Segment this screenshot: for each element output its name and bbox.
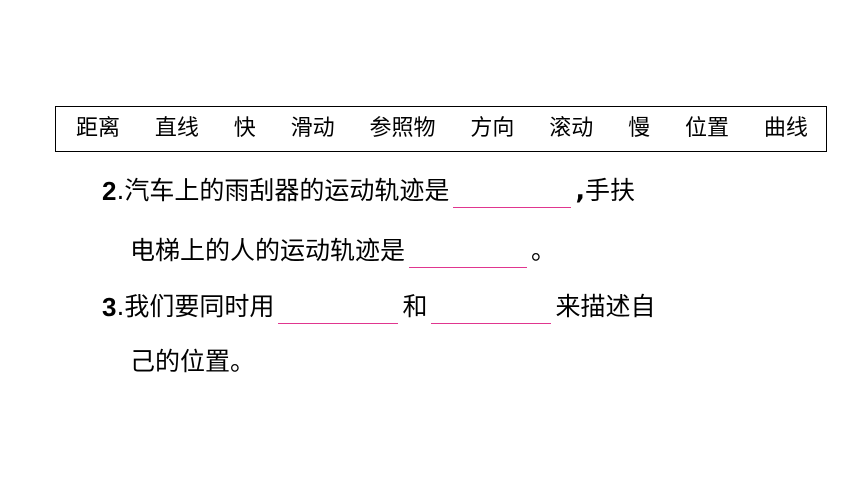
question-2-line-1: 2.汽车上的雨刮器的运动轨迹是,手扶 — [102, 174, 635, 208]
word-bank-item: 直线 — [154, 116, 199, 141]
question-text: 己的位置。 — [130, 347, 256, 376]
answer-blank[interactable] — [409, 239, 528, 268]
question-end: 。 — [531, 236, 557, 265]
question-text: 我们要同时用 — [124, 292, 275, 321]
question-text: 电梯上的人的运动轨迹是 — [130, 236, 406, 265]
question-number: 2 — [102, 176, 117, 206]
answer-blank[interactable] — [278, 295, 399, 324]
word-bank-item: 慢 — [628, 116, 651, 141]
answer-blank[interactable] — [431, 295, 552, 324]
question-comma: , — [575, 176, 585, 205]
question-text: 汽车上的雨刮器的运动轨迹是 — [124, 176, 450, 205]
question-text: 手扶 — [584, 176, 635, 205]
word-bank-item: 曲线 — [763, 116, 808, 141]
question-number: 3 — [102, 292, 117, 322]
answer-blank[interactable] — [453, 179, 572, 208]
word-bank-item: 方向 — [470, 116, 515, 141]
question-text: 来描述自 — [555, 292, 656, 321]
word-bank-item: 快 — [233, 116, 256, 141]
question-3-line-1: 3.我们要同时用 和 来描述自 — [102, 290, 655, 324]
question-text: 和 — [402, 292, 428, 321]
question-2-line-2: 电梯上的人的运动轨迹是 。 — [130, 234, 556, 268]
word-bank-item: 距离 — [76, 116, 121, 141]
word-bank-item: 位置 — [685, 116, 730, 141]
question-dot: . — [116, 176, 125, 205]
word-bank-item: 滚动 — [549, 116, 594, 141]
question-dot: . — [116, 292, 125, 321]
question-3-line-2: 己的位置。 — [130, 345, 255, 379]
word-bank-item: 滑动 — [290, 116, 335, 141]
word-bank-item: 参照物 — [369, 116, 436, 141]
word-bank-box: 距离 直线 快 滑动 参照物 方向 滚动 慢 位置 曲线 — [55, 106, 827, 152]
